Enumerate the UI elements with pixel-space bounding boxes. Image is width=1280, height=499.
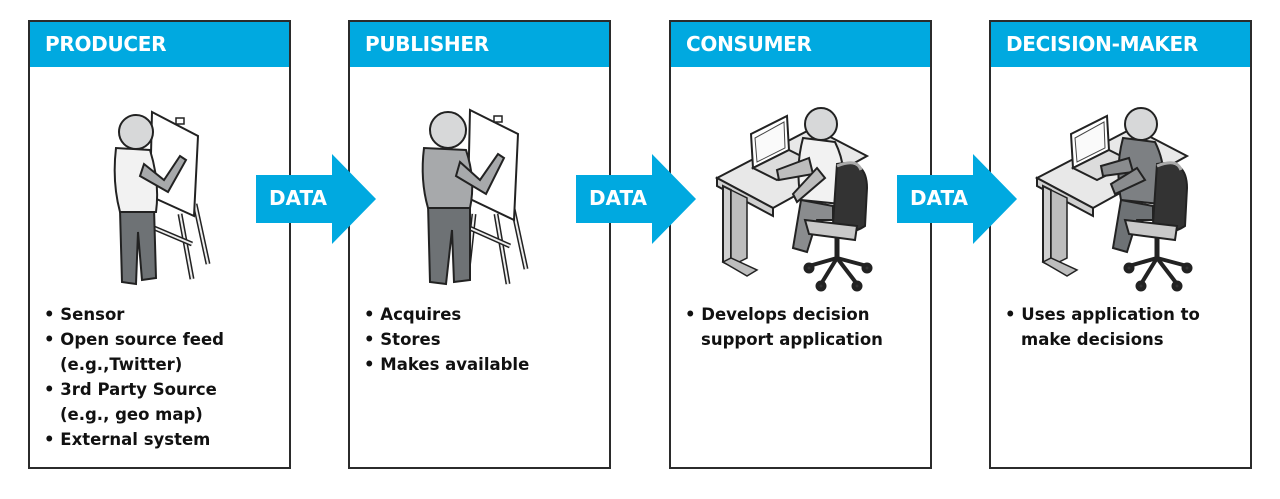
stage-title: PUBLISHER	[365, 32, 489, 56]
stage-title: CONSUMER	[686, 32, 812, 56]
arrow-label: DATA	[588, 186, 648, 210]
stage-header: PUBLISHER	[350, 22, 609, 67]
data-flow-arrow: DATA	[897, 154, 1019, 244]
stage-consumer: CONSUMER	[669, 20, 932, 469]
bullet-list: Sensor Open source feed(e.g.,Twitter) 3r…	[44, 302, 224, 452]
stage-header: PRODUCER	[30, 22, 289, 67]
stage-header: DECISION-MAKER	[991, 22, 1250, 67]
list-item: Makes available	[364, 352, 529, 377]
data-flow-arrow: DATA	[256, 154, 378, 244]
list-item: External system	[44, 427, 224, 452]
list-item: Stores	[364, 327, 529, 352]
bullet-list: Acquires Stores Makes available	[364, 302, 529, 377]
stage-publisher: PUBLISHER Acquires Stores	[348, 20, 611, 469]
stage-decision-maker: DECISION-MAKER	[989, 20, 1252, 469]
stage-title: PRODUCER	[45, 32, 167, 56]
person-at-desk-laptop-icon	[991, 92, 1250, 292]
list-item: Acquires	[364, 302, 529, 327]
stage-title: DECISION-MAKER	[1006, 32, 1199, 56]
stage-producer: PRODUCER Sensor Open source feed(e.g.,Tw…	[28, 20, 291, 469]
person-at-desk-laptop-icon	[671, 92, 930, 292]
person-at-easel-icon	[350, 92, 609, 292]
list-item: Sensor	[44, 302, 224, 327]
data-flow-arrow: DATA	[576, 154, 698, 244]
list-item: 3rd Party Source(e.g., geo map)	[44, 377, 224, 427]
arrow-label: DATA	[268, 186, 328, 210]
person-at-easel-icon	[30, 92, 289, 292]
arrow-label: DATA	[909, 186, 969, 210]
list-item: Open source feed(e.g.,Twitter)	[44, 327, 224, 377]
stage-header: CONSUMER	[671, 22, 930, 67]
